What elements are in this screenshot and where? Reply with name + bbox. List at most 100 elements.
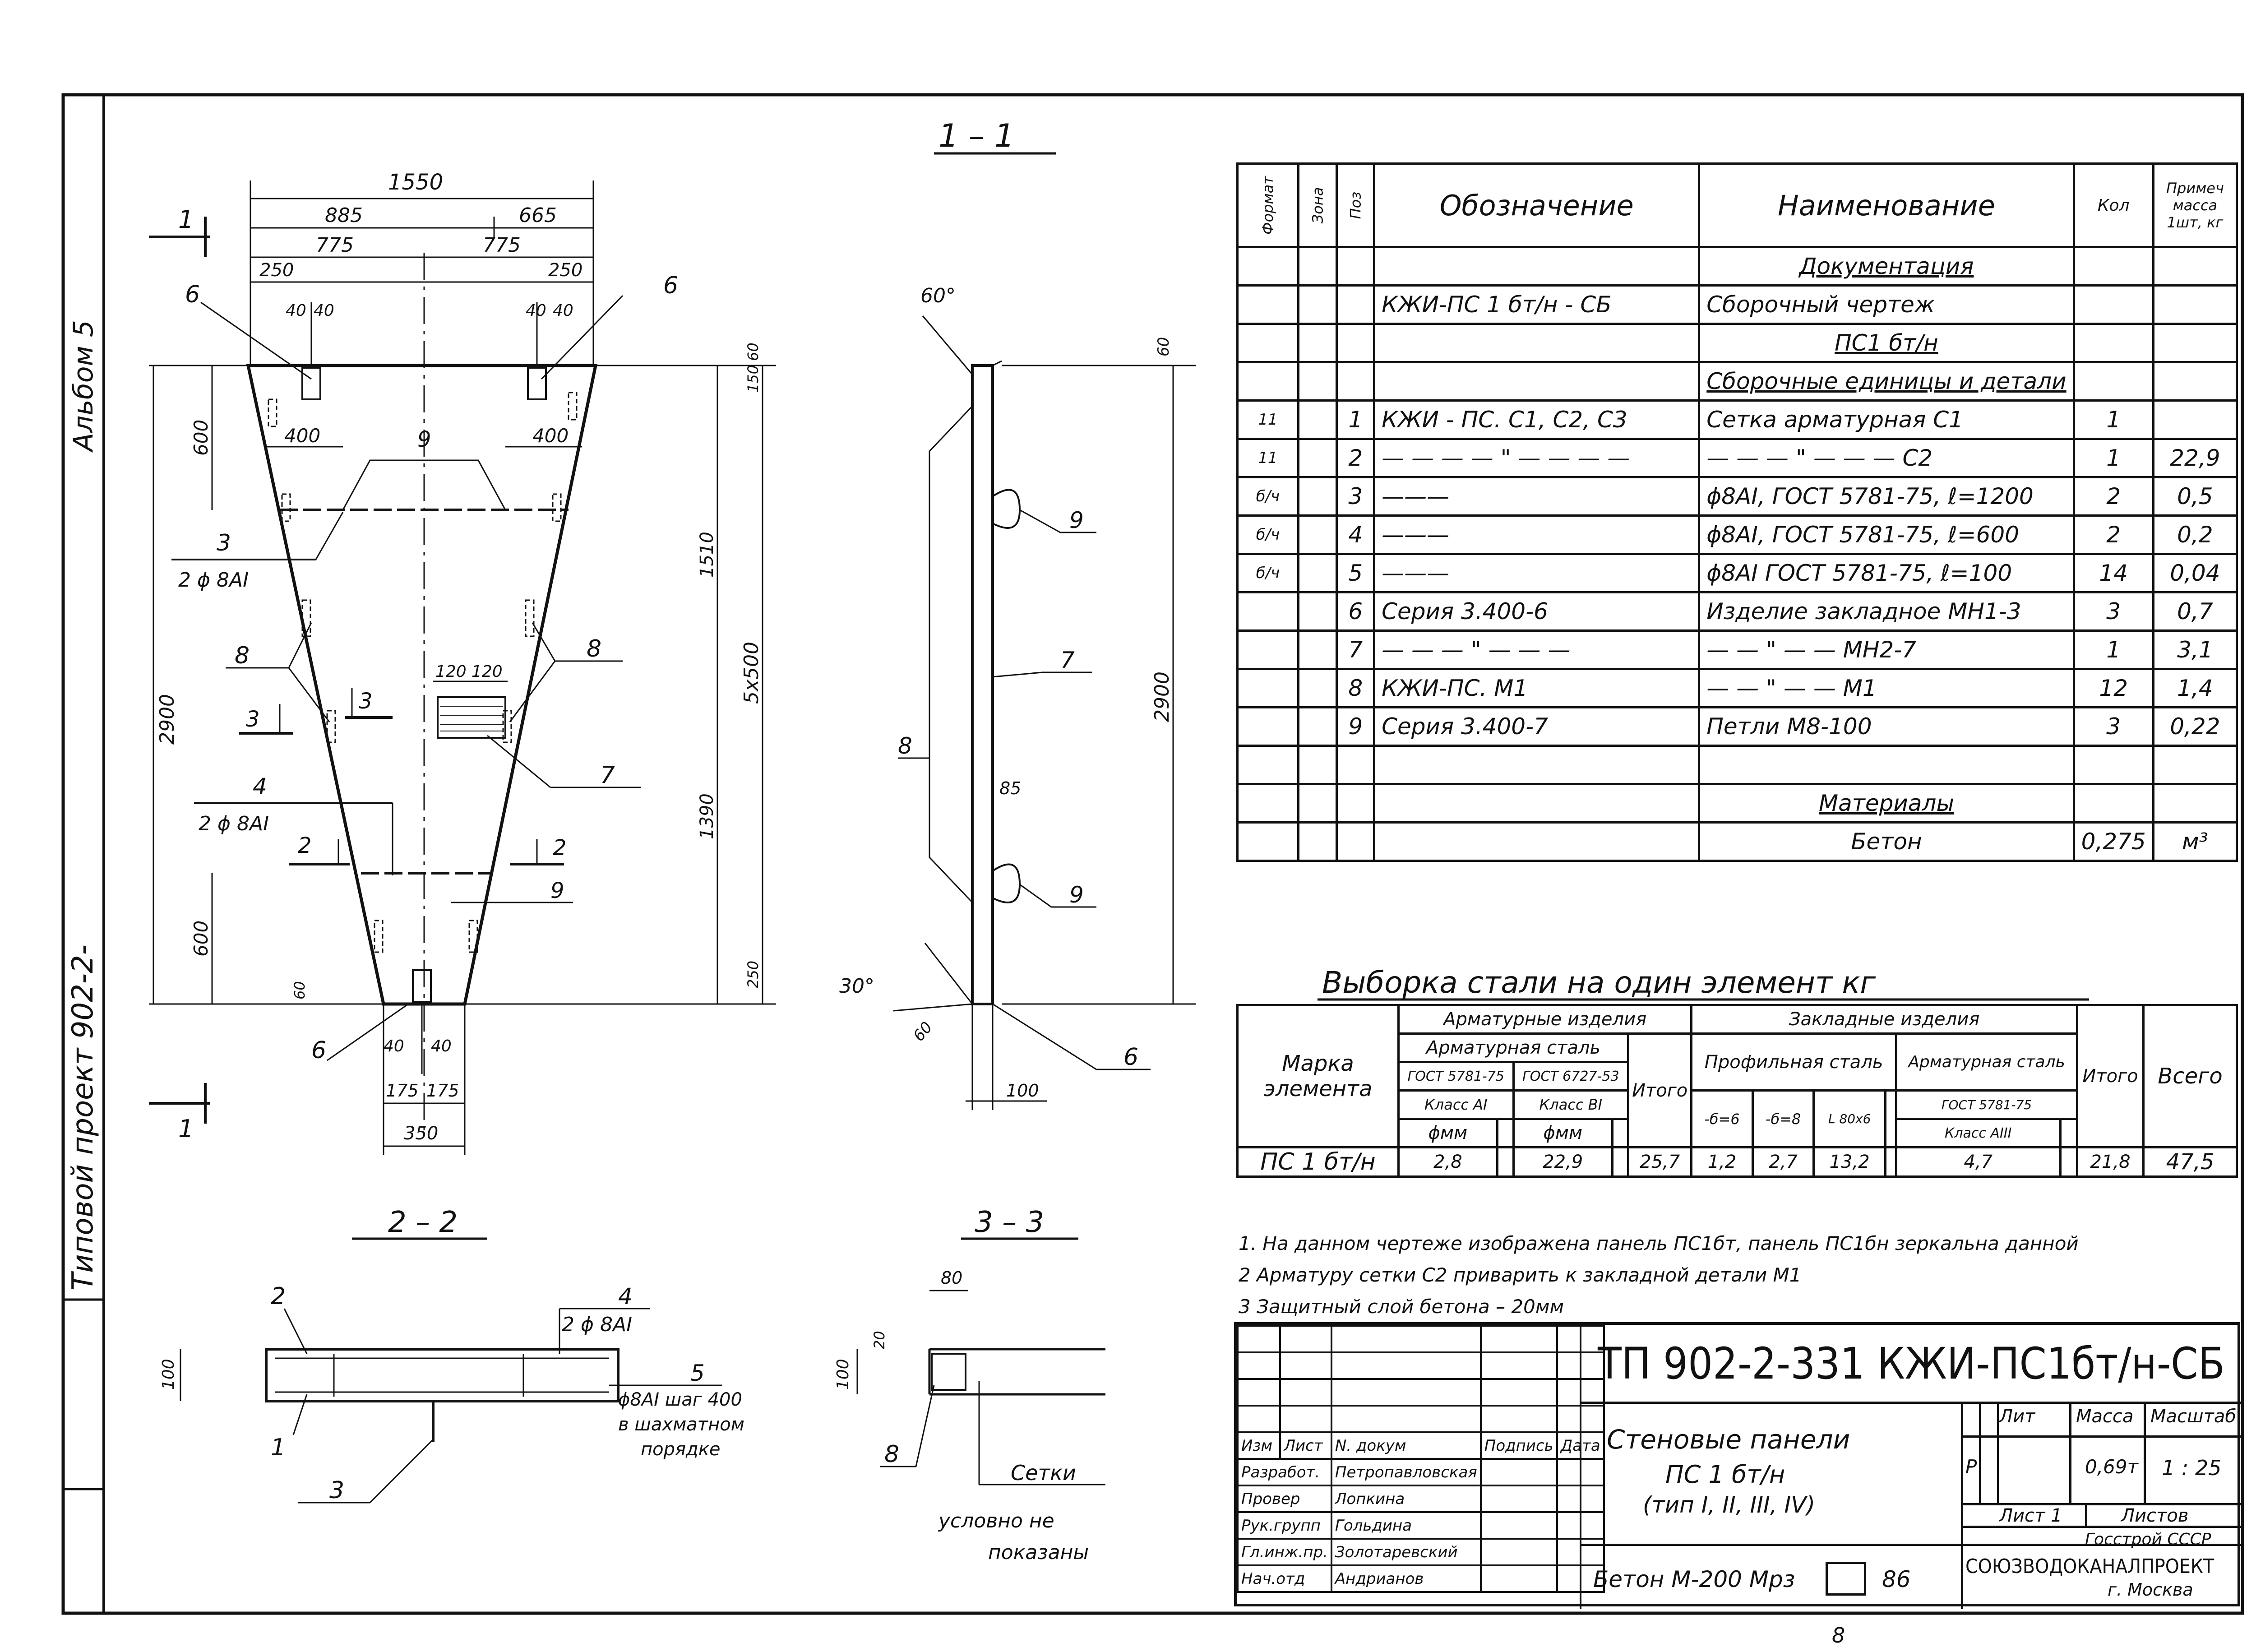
spec-format: 11	[1236, 438, 1299, 478]
steel-class-2: Класс ВI	[1512, 1089, 1630, 1120]
spec-zone	[1297, 246, 1338, 287]
spec-pos: 4	[1336, 514, 1376, 555]
sig-person: Золотаревский	[1330, 1538, 1482, 1566]
side-dim-60: 60	[1155, 337, 1173, 356]
spec-pos: 2	[1336, 438, 1376, 478]
steel-val: 25,7	[1627, 1146, 1693, 1178]
steel-arm-steel: Арматурная сталь	[1397, 1032, 1630, 1063]
spec-format	[1236, 745, 1299, 785]
page-number: 8	[1832, 1623, 1845, 1647]
section-3-3-outline	[928, 1348, 1105, 1396]
sig-header: Подпись	[1479, 1431, 1558, 1460]
steel-embedded-products: Закладные изделия	[1690, 1004, 2078, 1035]
spec-zone	[1297, 745, 1338, 785]
spec-name: Материалы	[1698, 783, 2075, 824]
dim-40: 40	[553, 301, 573, 320]
spec-pos: 9	[1336, 706, 1376, 747]
section-2-marker: 2	[298, 833, 312, 858]
spec-name: Сборочный чертеж	[1698, 284, 2075, 325]
side-dim-100: 100	[1006, 1081, 1039, 1101]
spec-pos: 7	[1336, 629, 1376, 670]
sec33-note-1: Сетки	[1011, 1461, 1076, 1485]
org-name: СОЮЗВОДОКАНАЛПРОЕКТ	[1965, 1555, 2214, 1578]
steel-arm-products: Арматурные изделия	[1397, 1004, 1693, 1035]
col-pos: Поз	[1336, 162, 1376, 248]
side-dim-60b: 60	[910, 1018, 936, 1045]
spec-format	[1236, 783, 1299, 824]
sig-signature	[1479, 1485, 1558, 1513]
spec-qty: 1	[2072, 438, 2154, 478]
spec-qty: 0,275	[2072, 821, 2154, 862]
spec-pos	[1336, 783, 1376, 824]
spec-zone	[1297, 438, 1338, 478]
sec33-note-2: условно не	[938, 1509, 1054, 1532]
spec-qty: 14	[2072, 553, 2154, 593]
section-2-2: 2 – 2 2 1 3 4 2 ϕ 8AI 5 ϕ8AI шаг 400 в ш…	[159, 1206, 744, 1504]
steel-dia-1: ϕмм	[1397, 1118, 1498, 1148]
sec33-dim-20: 20	[871, 1331, 888, 1349]
sig-row: Разработ.Петропавловская	[1237, 1458, 1605, 1486]
spec-zone	[1297, 821, 1338, 862]
lit-value: Р	[1965, 1456, 1977, 1478]
steel-arm-steel-2: Арматурная сталь	[1895, 1032, 2078, 1092]
dim-150: 150	[744, 365, 762, 393]
drawing-code: ТП 902-2-331 КЖИ-ПС1бт/н-СБ	[1598, 1338, 2225, 1389]
col-name: Наименование	[1698, 162, 2075, 248]
spec-designation: — — — — " — — — —	[1373, 438, 1701, 478]
bar-4-spec: 2 ϕ 8AI	[199, 812, 269, 835]
dim-5x500: 5x500	[740, 642, 763, 704]
steel-subtotal-2: Итого	[2076, 1004, 2145, 1148]
spec-name: ϕ8AI, ГОСТ 5781-75, ℓ=1200	[1698, 476, 2075, 517]
spec-zone	[1297, 783, 1338, 824]
spec-designation: ———	[1373, 514, 1701, 555]
frost-value: 86	[1882, 1566, 1911, 1592]
dim-40: 40	[431, 1037, 452, 1055]
spec-pos	[1336, 284, 1376, 325]
steel-gost-2: ГОСТ 6727-53	[1512, 1061, 1630, 1092]
steel-val: 2,7	[1751, 1146, 1815, 1178]
spec-pos	[1336, 361, 1376, 402]
angle-60: 60°	[920, 284, 956, 307]
dim-250-right: 250	[548, 260, 582, 281]
pos-6-label-right: 6	[663, 272, 678, 299]
drawing-name: Стеновые панели	[1607, 1424, 1850, 1455]
spec-qty: 12	[2072, 668, 2154, 708]
spec-pos	[1336, 323, 1376, 363]
spec-zone	[1297, 284, 1338, 325]
view-title-2-2: 2 – 2	[388, 1206, 458, 1239]
steel-val: 2,8	[1397, 1146, 1498, 1178]
section-3-marker: 3	[359, 689, 373, 714]
spec-pos	[1336, 246, 1376, 287]
sec22-pos-1: 1	[271, 1434, 286, 1461]
spec-mass: 1,4	[2152, 668, 2238, 708]
dim-350: 350	[404, 1123, 438, 1144]
sheets-total: Листов	[2121, 1505, 2189, 1526]
scale-value: 1 : 25	[2162, 1456, 2222, 1480]
spec-zone	[1297, 668, 1338, 708]
sec22-dim-100: 100	[159, 1359, 178, 1390]
sig-person: Андрианов	[1330, 1564, 1482, 1593]
col-note: Примеч масса 1шт, кг	[2152, 162, 2238, 248]
dim-2900: 2900	[156, 694, 179, 745]
spec-row	[1236, 745, 2238, 785]
sig-signature	[1479, 1538, 1558, 1566]
spec-mass: 22,9	[2152, 438, 2238, 478]
sec22-pos-5: 5	[690, 1360, 705, 1386]
note-1: 1. На данном чертеже изображена панель П…	[1239, 1232, 2079, 1254]
dim-400-right: 400	[532, 425, 569, 447]
section-2-2-outline	[265, 1348, 619, 1402]
spec-designation: — — — " — — —	[1373, 629, 1701, 670]
embedded-part-6-left	[301, 367, 321, 400]
mass-label: Масса	[2076, 1406, 2134, 1427]
spec-name: ПС1 бт/н	[1698, 323, 2075, 363]
spec-mass: 0,22	[2152, 706, 2238, 747]
spec-name: Изделие закладное МН1-3	[1698, 591, 2075, 632]
steel-class-1: Класс АI	[1397, 1089, 1515, 1120]
spec-pos	[1336, 821, 1376, 862]
dim-60: 60	[744, 342, 762, 361]
spec-designation: Серия 3.400-6	[1373, 591, 1701, 632]
spec-pos: 3	[1336, 476, 1376, 517]
col-format: Формат	[1236, 162, 1299, 248]
